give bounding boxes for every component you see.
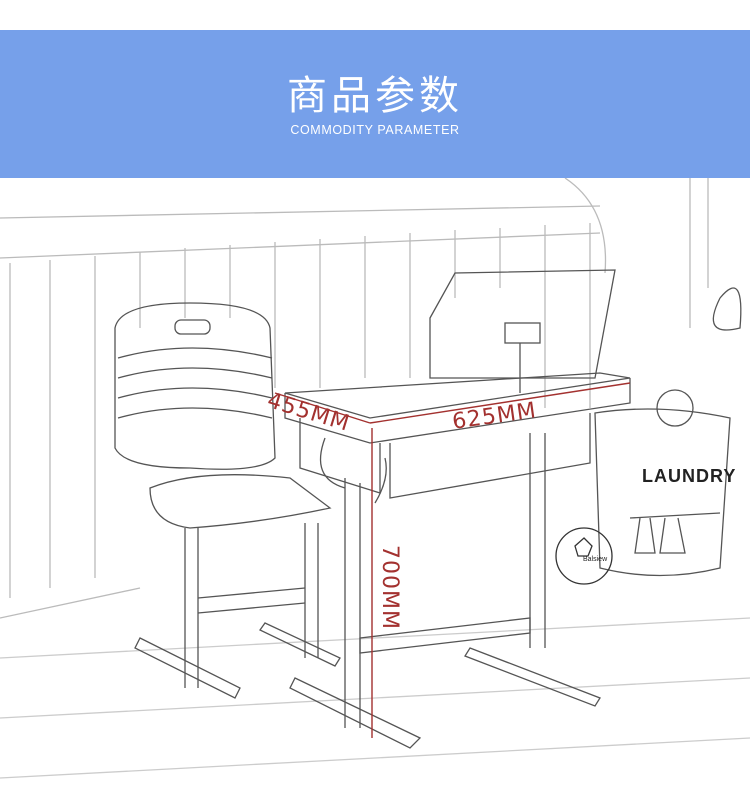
ball-label: Balsiew	[583, 556, 608, 563]
soccer-ball	[555, 527, 613, 585]
page-title: 商品参数	[287, 73, 463, 119]
height-dimension-label: 700MM	[377, 545, 402, 630]
laundry-basket-label: LAUNDRY	[642, 466, 737, 486]
desk	[284, 269, 631, 749]
page-subtitle: COMMODITY PARAMETER	[290, 123, 460, 137]
header-banner: 商品参数 COMMODITY PARAMETER	[0, 30, 750, 178]
floor-lines	[0, 617, 750, 779]
laundry-basket	[594, 287, 742, 577]
wall-panels	[0, 178, 709, 619]
chair	[114, 302, 341, 699]
desk-chair-sketch	[0, 178, 750, 779]
dimension-lines	[274, 382, 631, 738]
